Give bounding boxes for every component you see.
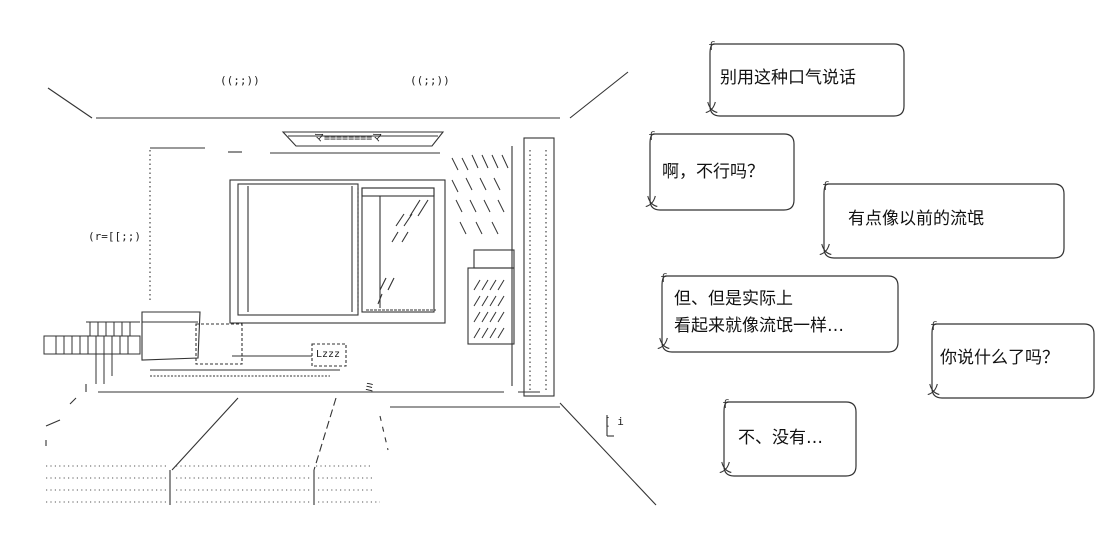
bubble-tick-top: ｆ [658,272,669,285]
bubble-tail: 乂 [927,383,941,398]
pillow [311,343,347,367]
desk-chair [141,311,201,361]
bed-edge-right [379,415,389,451]
bubble-tail: 乂 [657,337,671,352]
ascii-room-scene: ((;;)) ((;;)) マ========マ (r=[[;;) Lzzz ミ… [43,71,657,506]
window-right-pane [361,187,435,313]
bubble-5-line-1: 你说什么了吗？ [940,348,1059,368]
bubble-tick-top: ｆ [706,40,717,53]
vent-label: マ========マ [314,133,383,144]
bubble-6-text: 不、没有… [738,425,823,452]
speech-bubble-5: ｆ 乂 你说什么了吗？ [926,320,1096,400]
bed-mark: ミ [364,381,375,394]
floor-edge-right [559,402,657,506]
glass-reflection-5 [391,231,399,243]
speech-bubble-1: ｆ 乂 别用这种口气说话 [704,40,906,118]
shelf-books [473,279,505,339]
glass-reflection-9 [377,293,383,305]
desk-box [195,323,243,365]
window-left-pane [237,183,359,316]
bubble-3-text: 有点像以前的流氓 [848,206,984,233]
bubble-4-line-1: 但、但是实际上 [674,289,793,309]
glass-reflection-6 [401,231,409,243]
glass-reflection-1 [409,199,421,217]
left-floor-mark-2 [69,397,77,405]
pillow-label: Lzzz [316,349,341,360]
bubble-1-text: 别用这种口气说话 [720,65,856,92]
ceiling-edge-left [47,87,93,119]
door-handle: [ i [604,415,624,428]
bubble-5-text: 你说什么了吗？ [940,345,1059,372]
bubble-3-line-1: 有点像以前的流氓 [848,209,984,229]
bubble-tick-top: ｆ [928,320,939,333]
bubble-1-line-1: 别用这种口气说话 [720,68,856,88]
ceiling-light-right: ((;;)) [410,74,450,87]
bubble-tick-top: ｆ [646,130,657,143]
bubble-6-line-1: 不、没有… [738,428,823,448]
wall-clock: (r=[[;;) [88,230,141,243]
left-floor-mark [45,419,61,427]
curtain-rail [361,187,435,197]
glass-reflection-2 [417,199,429,217]
speech-bubble-2: ｆ 乂 啊，不行吗？ [644,130,796,212]
glass-reflection-8 [387,277,395,291]
right-wall-hatching [451,154,509,235]
curtain-column [523,137,555,397]
bed-edge-left [171,397,239,471]
wall-shelf [467,267,515,345]
bubble-tick-top: ｆ [720,398,731,411]
bed-edge-center [313,397,337,471]
bubble-tail: 乂 [645,195,659,210]
floor-dots [46,465,380,503]
bubble-2-text: 啊，不行吗？ [662,159,764,186]
room-line-art [43,71,657,506]
bubble-tail: 乂 [705,101,719,116]
glass-reflection-4 [403,213,413,227]
bubble-tick-top: ｆ [820,180,831,193]
bubble-tail: 乂 [819,243,833,258]
bubble-2-line-1: 啊，不行吗？ [662,162,764,182]
window-frame [229,179,446,324]
speech-bubble-4: ｆ 乂 但、但是实际上 看起来就像流氓一样… [656,272,900,354]
shelf-lamp [473,249,515,269]
glass-reflection-3 [395,213,405,227]
ceiling-vent [281,131,445,147]
glass-reflection-7 [379,277,387,291]
left-bookshelf [43,321,141,384]
speech-bubble-6: ｆ 乂 不、没有… [718,398,858,478]
bubble-4-text: 但、但是实际上 看起来就像流氓一样… [674,286,844,340]
bubble-tail: 乂 [719,461,733,476]
ceiling-edge-right [569,71,629,119]
ceiling-light-left: ((;;)) [220,74,260,87]
bubble-4-line-2: 看起来就像流氓一样… [674,316,844,336]
speech-bubble-3: ｆ 乂 有点像以前的流氓 [818,180,1066,260]
